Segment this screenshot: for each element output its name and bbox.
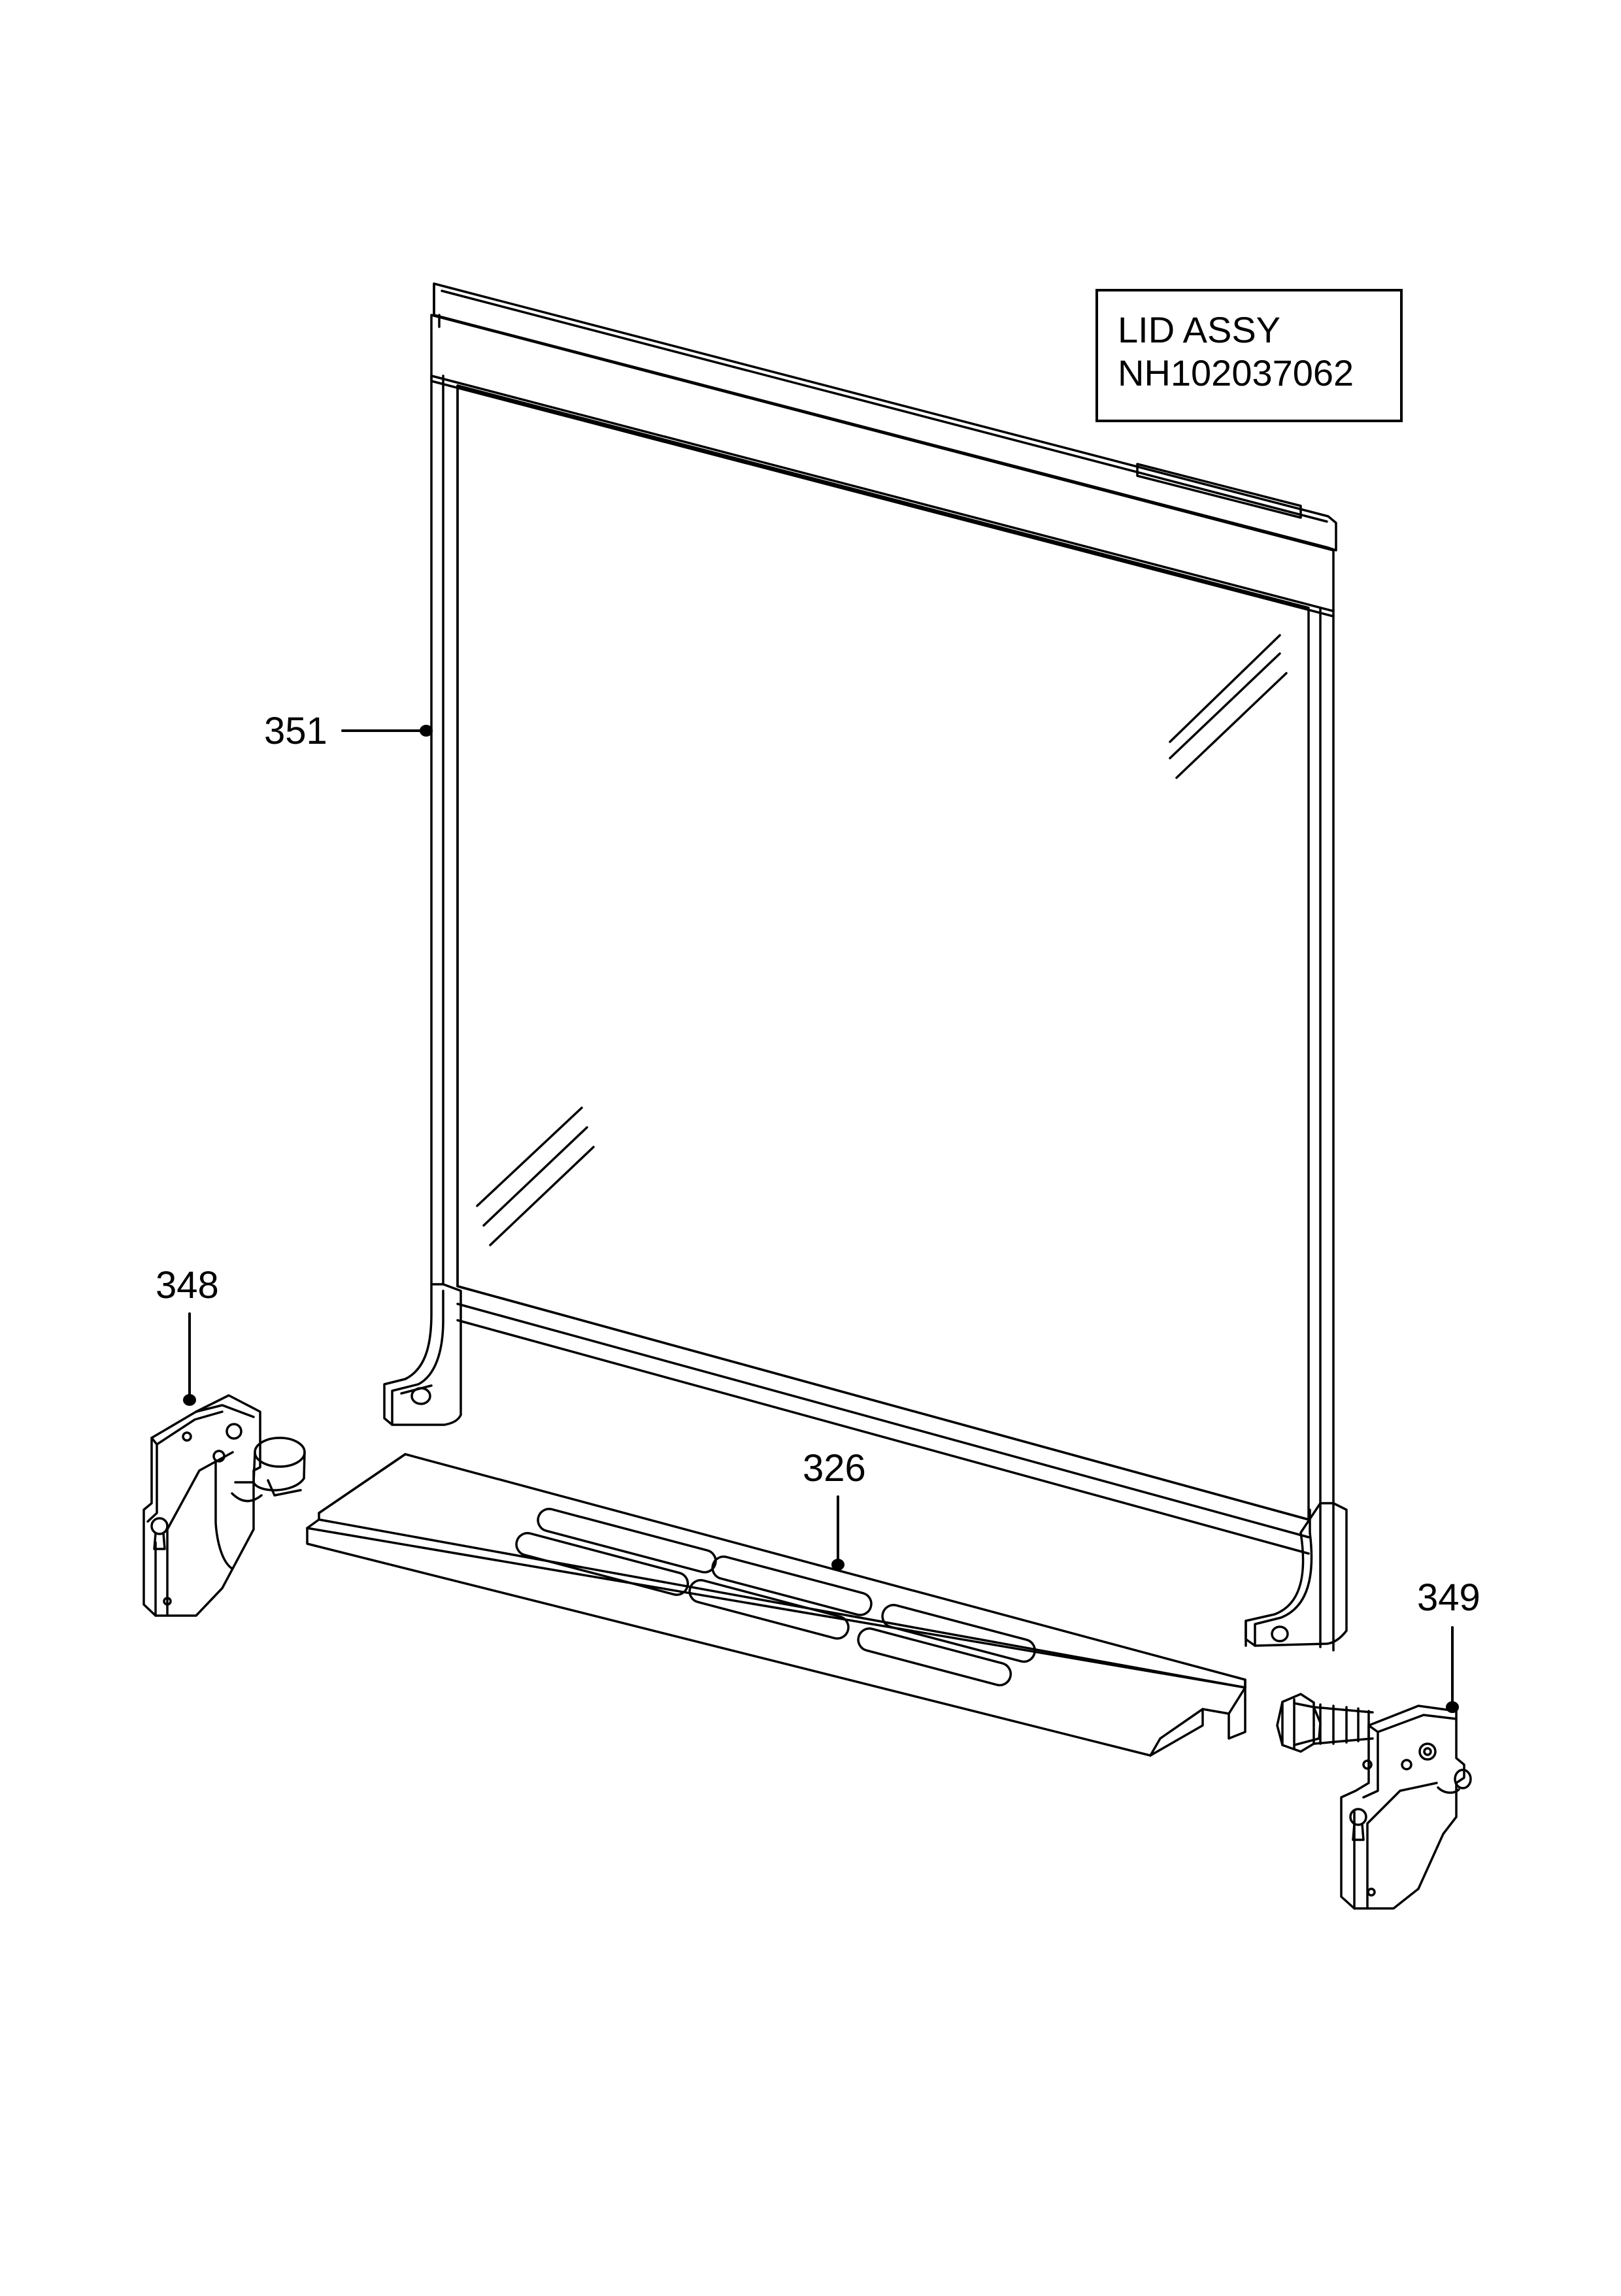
leader-dot-349	[1446, 1701, 1459, 1713]
callout-326: 326	[803, 1447, 866, 1489]
assembly-part-number: NH102037062	[1118, 352, 1354, 393]
leader-dots	[183, 725, 1459, 1713]
leader-dot-351	[420, 725, 433, 737]
left-hinge-part	[144, 1395, 305, 1616]
assembly-name: LID ASSY	[1118, 309, 1281, 350]
callout-349: 349	[1417, 1576, 1480, 1619]
callout-348: 348	[156, 1264, 219, 1306]
leader-lines	[190, 731, 1452, 1705]
rear-trim-part	[307, 1454, 1245, 1755]
callout-351: 351	[264, 710, 327, 752]
assembly-title-box: LID ASSY NH102037062	[1095, 289, 1403, 422]
leader-dot-348	[183, 1394, 196, 1406]
glass-lid-part	[384, 284, 1346, 1650]
leader-dot-326	[831, 1559, 844, 1571]
right-hinge-part	[1277, 1694, 1471, 1908]
